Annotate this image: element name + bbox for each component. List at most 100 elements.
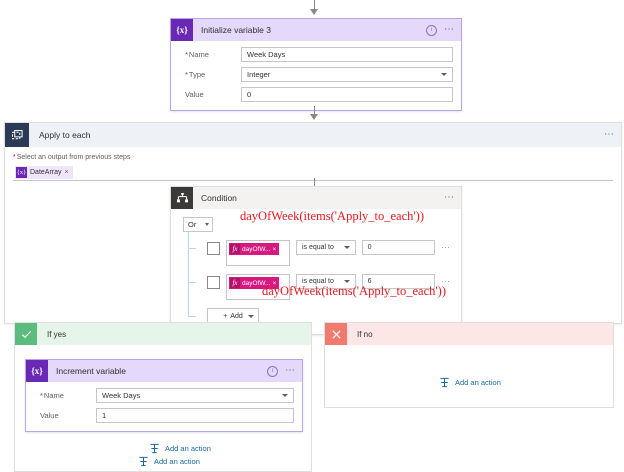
- function-fx-icon: fx: [230, 244, 240, 254]
- ellipsis-icon[interactable]: ⋯: [604, 129, 615, 140]
- type-select[interactable]: Integer: [241, 67, 453, 82]
- required-asterisk: *: [185, 50, 188, 59]
- required-asterisk: *: [185, 70, 188, 79]
- close-x-icon: [325, 323, 347, 345]
- annotation-dayofweek-bottom: dayOfWeek(items('Apply_to_each')): [262, 284, 446, 298]
- expression-token[interactable]: fx dayOfW... ×: [229, 243, 280, 255]
- condition-expression-field[interactable]: fx dayOfW... ×: [226, 274, 290, 300]
- logic-operator-value: Or: [188, 220, 197, 229]
- info-icon[interactable]: i: [267, 365, 278, 377]
- type-select-value: Integer: [247, 70, 271, 79]
- select-output-input[interactable]: {x} DateArray ×: [13, 164, 613, 181]
- increment-name-select[interactable]: Week Days: [96, 388, 294, 403]
- if-no-branch: If no Add an action: [324, 322, 614, 408]
- ellipsis-icon[interactable]: ⋯: [444, 24, 455, 35]
- bottom-add-action-label: Add an action: [154, 457, 200, 466]
- type-field-label: *Type: [185, 70, 206, 79]
- variable-braces-icon: {x}: [171, 19, 193, 41]
- connector-line-mid: [314, 106, 315, 116]
- chevron-down-icon: [343, 280, 350, 283]
- chevron-down-icon: [205, 223, 209, 226]
- field-row-type: *Type Integer: [179, 67, 453, 82]
- apply-to-each-header[interactable]: Apply to each ⋯: [5, 123, 621, 147]
- condition-rail-stub-3: [188, 316, 196, 317]
- name-field-label: *Name: [40, 391, 64, 400]
- value-input-value: 0: [247, 90, 252, 99]
- ellipsis-icon[interactable]: ⋯: [441, 276, 451, 286]
- condition-operator-select[interactable]: is equal to: [295, 240, 356, 255]
- plus-icon: +: [223, 312, 228, 320]
- ellipsis-icon[interactable]: ⋯: [444, 192, 455, 203]
- if-yes-add-action-label: Add an action: [165, 444, 211, 453]
- condition-header[interactable]: Condition ⋯: [171, 187, 461, 209]
- annotation-dayofweek-top: dayOfWeek(items('Apply_to_each')): [240, 209, 424, 223]
- condition-operator-value: is equal to: [301, 278, 334, 285]
- increment-variable-header[interactable]: {x} Increment variable i ⋯: [26, 360, 302, 382]
- info-icon[interactable]: i: [426, 24, 437, 36]
- initialize-variable-title: Initialize variable 3: [201, 25, 271, 35]
- condition-operator-value: is equal to: [301, 244, 334, 251]
- condition-card[interactable]: Condition ⋯ Or fx dayOfW... ×: [170, 186, 462, 335]
- condition-title: Condition: [201, 193, 237, 203]
- condition-expression-field[interactable]: fx dayOfW... ×: [226, 240, 290, 266]
- name-input[interactable]: Week Days: [241, 47, 453, 62]
- if-yes-add-action[interactable]: Add an action: [149, 443, 211, 454]
- initialize-variable-card[interactable]: {x} Initialize variable 3 i ⋯ *Name Week…: [170, 18, 462, 111]
- connector-arrow-mid: [310, 114, 318, 120]
- add-condition-label: Add: [230, 312, 243, 320]
- initialize-variable-body: *Name Week Days *Type Integer Value 0: [171, 41, 461, 110]
- connector-arrow-top: [310, 9, 318, 15]
- add-action-icon: [138, 456, 149, 467]
- select-output-label: *Select an output from previous steps: [13, 154, 131, 161]
- field-row-name: *Name Week Days: [34, 388, 294, 403]
- remove-token-icon[interactable]: ×: [272, 279, 277, 287]
- if-yes-header: If yes: [15, 323, 311, 345]
- increment-value-input[interactable]: 1: [96, 408, 294, 423]
- initialize-variable-header[interactable]: {x} Initialize variable 3 i ⋯: [171, 19, 461, 41]
- if-no-add-action[interactable]: Add an action: [439, 377, 501, 388]
- remove-token-icon[interactable]: ×: [272, 245, 277, 253]
- logic-operator-select[interactable]: Or: [183, 217, 213, 232]
- ellipsis-icon[interactable]: ⋯: [441, 242, 451, 252]
- datearray-token[interactable]: {x} DateArray ×: [15, 165, 73, 179]
- name-field-label: *Name: [185, 50, 209, 59]
- increment-value: 1: [102, 411, 107, 420]
- condition-branch-icon: [171, 187, 193, 209]
- condition-rail-stub-2: [188, 282, 196, 283]
- condition-body: Or fx dayOfW... × is equal to 0 ⋯: [171, 209, 461, 334]
- condition-value-input[interactable]: 6: [361, 274, 435, 289]
- increment-variable-card[interactable]: {x} Increment variable i ⋯ *Name Week Da…: [25, 359, 303, 432]
- if-no-header: If no: [325, 323, 613, 345]
- chevron-down-icon: [248, 314, 254, 318]
- condition-row: fx dayOfW... × is equal to 0 ⋯: [207, 240, 451, 266]
- condition-rail-stub-1: [188, 248, 196, 249]
- condition-row: fx dayOfW... × is equal to 6 ⋯: [207, 274, 451, 300]
- condition-value: 0: [367, 244, 372, 251]
- field-row-value: Value 1: [34, 408, 294, 423]
- expression-token[interactable]: fx dayOfW... ×: [229, 277, 280, 289]
- add-action-icon: [149, 443, 160, 454]
- chevron-down-icon: [282, 394, 288, 397]
- increment-variable-body: *Name Week Days Value 1: [26, 382, 302, 431]
- if-no-add-action-label: Add an action: [455, 378, 501, 387]
- chevron-down-icon: [343, 246, 350, 249]
- if-yes-branch: If yes {x} Increment variable i ⋯ *Name …: [14, 322, 312, 472]
- if-yes-title: If yes: [47, 329, 67, 339]
- value-field-label: Value: [185, 90, 204, 99]
- value-input[interactable]: 0: [241, 87, 453, 102]
- connector-line-to-condition: [314, 178, 315, 186]
- connector-line-top: [314, 0, 315, 10]
- foreach-loop-icon: [5, 123, 29, 147]
- condition-row-checkbox[interactable]: [207, 242, 220, 255]
- field-row-name: *Name Week Days: [179, 47, 453, 62]
- chevron-down-icon: [441, 73, 447, 76]
- condition-operator-select[interactable]: is equal to: [295, 274, 356, 289]
- function-fx-icon: fx: [230, 278, 240, 288]
- ellipsis-icon[interactable]: ⋯: [285, 365, 296, 376]
- bottom-add-action[interactable]: Add an action: [138, 456, 200, 467]
- remove-token-icon[interactable]: ×: [64, 168, 69, 176]
- condition-value-input[interactable]: 0: [361, 240, 435, 255]
- condition-row-checkbox[interactable]: [207, 276, 220, 289]
- datearray-token-label: DateArray: [30, 168, 62, 176]
- expression-token-label: dayOfW...: [242, 245, 271, 253]
